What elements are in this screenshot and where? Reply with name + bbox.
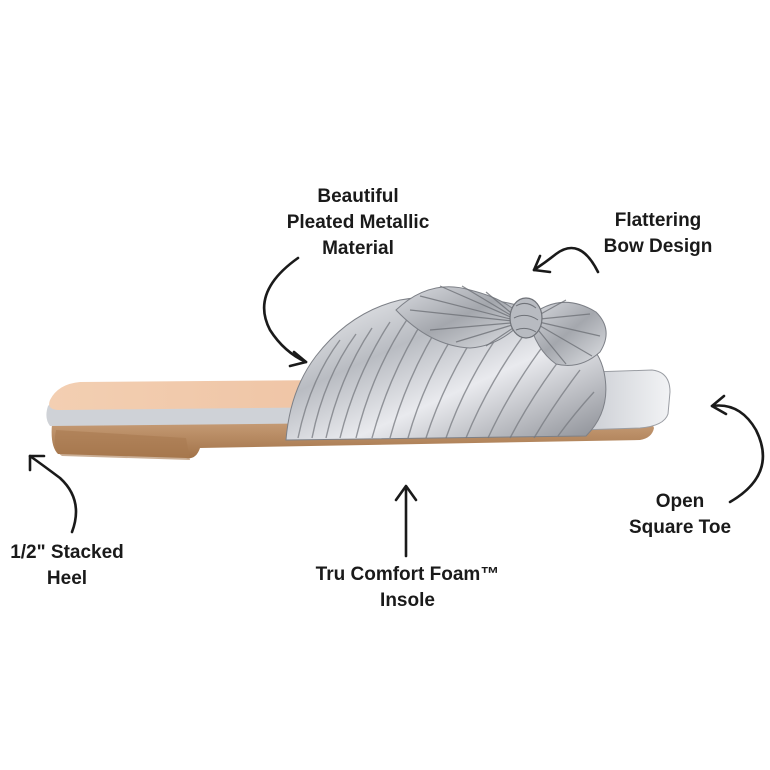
arrow-bow (532, 246, 600, 274)
arrow-toe (710, 404, 765, 504)
heel-block (54, 430, 190, 460)
callout-heel-line2: Heel (46, 568, 88, 589)
callout-heel-line1: 1/2" Stacked (10, 542, 124, 563)
callout-material: Beautiful Pleated Metallic Material (258, 184, 458, 262)
callout-toe-line2: Square Toe (628, 517, 732, 538)
arrow-material (262, 256, 308, 364)
callout-toe-line1: Open (655, 491, 705, 512)
callout-material-line1: Beautiful (317, 186, 399, 207)
callout-material-line2: Pleated Metallic (286, 212, 430, 233)
pleat-lines (297, 313, 595, 439)
callout-insole-line2: Insole (380, 590, 435, 611)
callout-heel: 1/2" Stacked Heel (0, 540, 142, 592)
callout-toe: Open Square Toe (610, 489, 750, 541)
arrow-heel (28, 454, 78, 534)
callout-insole: Tru Comfort Foam™ Insole (290, 562, 525, 614)
callout-arrows (28, 246, 765, 558)
callout-bow-line1: Flattering (614, 210, 702, 231)
bow-knot (509, 297, 543, 339)
callout-insole-line1: Tru Comfort Foam™ (315, 564, 500, 585)
callout-material-line3: Material (322, 238, 394, 259)
callout-bow: Flattering Bow Design (578, 208, 738, 260)
callout-bow-line2: Bow Design (603, 236, 713, 257)
